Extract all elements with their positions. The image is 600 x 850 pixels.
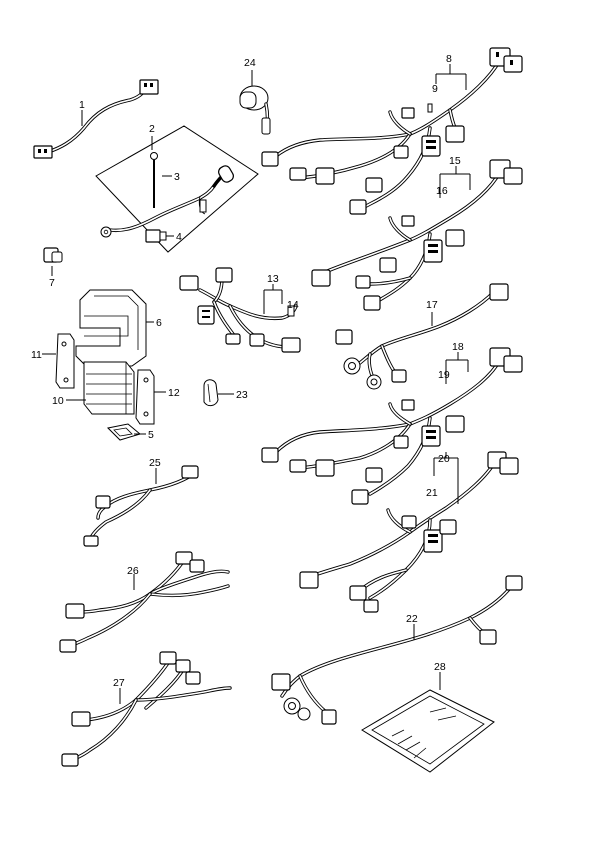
part-25-harness <box>83 465 199 547</box>
callout-22: 22 <box>406 613 418 625</box>
part-24-buzzer <box>239 85 271 135</box>
callout-7: 7 <box>49 277 55 289</box>
callout-9: 9 <box>432 83 438 95</box>
callout-20: 20 <box>438 453 450 465</box>
part-20-harness <box>299 451 519 613</box>
part-17-harness <box>335 283 509 390</box>
callout-26: 26 <box>127 565 139 577</box>
callout-15: 15 <box>449 155 461 167</box>
part-27-harness <box>61 651 232 767</box>
callout-11: 11 <box>31 349 42 361</box>
callout-18: 18 <box>452 341 464 353</box>
part-1-lead-wire <box>33 79 159 159</box>
callout-13: 13 <box>267 273 279 285</box>
callout-27: 27 <box>113 677 125 689</box>
callout-3: 3 <box>174 171 180 183</box>
part-15-harness <box>311 159 523 311</box>
callout-24: 24 <box>244 57 256 69</box>
callout-14: 14 <box>287 299 299 311</box>
callout-1: 1 <box>79 99 85 111</box>
callout-17: 17 <box>426 299 438 311</box>
callout-6: 6 <box>156 317 162 329</box>
callout-5: 5 <box>148 429 154 441</box>
part-13-harness <box>179 267 301 353</box>
part-12-bracket <box>135 369 155 425</box>
part-11-bracket <box>55 333 75 389</box>
part-6-rubber-cover <box>75 289 147 367</box>
callout-10: 10 <box>52 395 64 407</box>
part-18-harness <box>261 347 523 505</box>
callout-23: 23 <box>236 389 248 401</box>
callout-8: 8 <box>446 53 452 65</box>
part-2-kit-box <box>95 125 259 253</box>
callout-2: 2 <box>149 123 155 135</box>
part-28-parts-bag <box>361 689 495 773</box>
callout-19: 19 <box>438 369 450 381</box>
part-7-connector <box>43 247 63 263</box>
callout-21: 21 <box>426 487 438 499</box>
part-5-grommet <box>106 423 142 441</box>
callout-25: 25 <box>149 457 161 469</box>
part-22-harness <box>271 575 523 725</box>
callout-12: 12 <box>168 387 180 399</box>
part-8-harness <box>261 47 523 215</box>
callout-28: 28 <box>434 661 446 673</box>
callout-labels: 1 2 3 4 5 6 7 8 9 10 11 12 13 14 15 16 1… <box>31 53 464 689</box>
callout-4: 4 <box>176 231 182 243</box>
part-26-harness <box>59 551 230 653</box>
part-10-ecu <box>83 361 135 415</box>
callout-16: 16 <box>436 185 448 197</box>
part-23-clamp <box>203 379 219 407</box>
